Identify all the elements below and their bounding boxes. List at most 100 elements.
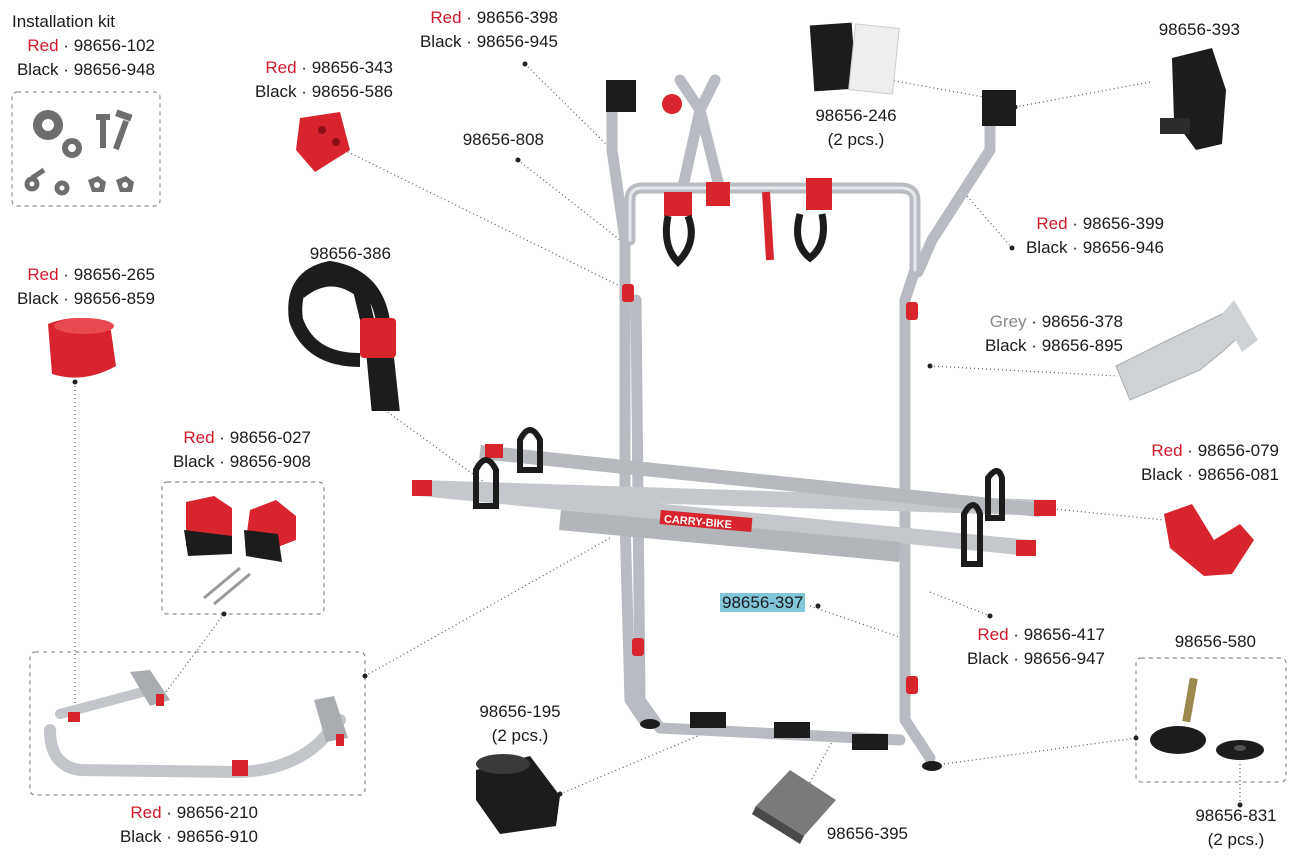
part-qty: (2 pcs.): [827, 130, 885, 149]
p246-label: 98656-246 (2 pcs.): [806, 104, 906, 152]
separator: ·: [466, 8, 472, 27]
part-265: [48, 318, 116, 378]
part-386: [288, 260, 400, 411]
chain-icon: [24, 167, 70, 196]
part-code: 98656-343: [311, 58, 393, 77]
p265-label: Red · 98656-265 Black · 98656-859: [17, 263, 155, 311]
part-code: 98656-947: [1023, 649, 1105, 668]
color-black: Black: [16, 60, 59, 79]
p395-label: 98656-395: [826, 824, 908, 843]
separator: ·: [1013, 649, 1019, 668]
screw-icon: [96, 109, 133, 151]
part-code: 98656-946: [1082, 238, 1164, 257]
part-code: 98656-378: [1041, 312, 1123, 331]
part-code: 98656-195: [479, 702, 561, 721]
part-code: 98656-399: [1082, 214, 1164, 233]
part-code: 98656-079: [1197, 441, 1279, 460]
separator: ·: [63, 289, 69, 308]
separator: ·: [166, 803, 172, 822]
part-code: 98656-265: [73, 265, 155, 284]
separator: ·: [63, 60, 69, 79]
part-code: 98656-895: [1041, 336, 1123, 355]
color-black: Black: [16, 289, 59, 308]
part-code: 98656-586: [311, 82, 393, 101]
separator: ·: [1031, 312, 1037, 331]
p210-box: [29, 651, 366, 796]
gear-icon: [33, 110, 82, 158]
part-code: 98656-081: [1197, 465, 1279, 484]
bike-rack-frame: CARRY-BIKE: [412, 74, 1056, 771]
separator: ·: [1031, 336, 1037, 355]
separator: ·: [1187, 441, 1193, 460]
part-code: 98656-910: [176, 827, 258, 846]
p343-label: Red · 98656-343 Black · 98656-586: [255, 56, 393, 104]
p027-box: [161, 481, 325, 615]
separator: ·: [301, 58, 307, 77]
p398-label: Red · 98656-398 Black · 98656-945: [420, 6, 558, 54]
separator: ·: [219, 452, 225, 471]
p580-box: [1135, 657, 1287, 783]
color-grey: Grey: [989, 312, 1027, 331]
part-343: [296, 112, 350, 172]
color-black: Black: [254, 82, 297, 101]
separator: ·: [466, 32, 472, 51]
part-code: 98656-102: [73, 36, 155, 55]
p397-label: 98656-397: [720, 591, 806, 615]
part-qty: (2 pcs.): [491, 726, 549, 745]
color-black: Black: [1140, 465, 1183, 484]
separator: ·: [1187, 465, 1193, 484]
part-code: 98656-417: [1023, 625, 1105, 644]
install-kit-title: Installation kit: [12, 12, 115, 31]
color-black: Black: [119, 827, 162, 846]
nut-icon: [88, 176, 134, 192]
part-qty: (2 pcs.): [1207, 830, 1265, 849]
p195-label: 98656-195 (2 pcs.): [465, 700, 575, 748]
p580-label: 98656-580: [1174, 632, 1256, 651]
part-code: 98656-398: [476, 8, 558, 27]
color-red: Red: [130, 803, 162, 822]
color-black: Black: [966, 649, 1009, 668]
separator: ·: [166, 827, 172, 846]
p831-label: 98656-831 (2 pcs.): [1186, 804, 1286, 852]
color-red: Red: [27, 265, 59, 284]
part-246: [809, 22, 900, 95]
part-code: 98656-908: [229, 452, 311, 471]
p386-label: 98656-386: [309, 244, 391, 263]
separator: ·: [1013, 625, 1019, 644]
color-black: Black: [1025, 238, 1068, 257]
color-red: Red: [27, 36, 59, 55]
p393-label: 98656-393: [1158, 20, 1240, 39]
color-red: Red: [430, 8, 462, 27]
p378-label: Grey · 98656-378 Black · 98656-895: [985, 310, 1123, 358]
color-red: Red: [265, 58, 297, 77]
part-378: [1115, 300, 1258, 401]
highlighted-part-code: 98656-397: [720, 593, 806, 612]
separator: ·: [1072, 214, 1078, 233]
p210-label: Red · 98656-210 Black · 98656-910: [120, 801, 258, 849]
color-black: Black: [984, 336, 1027, 355]
part-code: 98656-831: [1195, 806, 1277, 825]
color-black: Black: [172, 452, 215, 471]
color-black: Black: [419, 32, 462, 51]
color-red: Red: [183, 428, 215, 447]
part-code: 98656-945: [476, 32, 558, 51]
color-red: Red: [977, 625, 1009, 644]
part-395: [752, 770, 836, 844]
p399-label: Red · 98656-399 Black · 98656-946: [1026, 212, 1164, 260]
part-393: [1160, 48, 1226, 150]
part-079: [1164, 504, 1254, 576]
part-027: [184, 496, 296, 606]
separator: ·: [63, 36, 69, 55]
install-kit-label: Installation kit: [12, 10, 115, 34]
part-code: 98656-210: [176, 803, 258, 822]
rack-brand-text: CARRY-BIKE: [663, 513, 732, 531]
color-red: Red: [1151, 441, 1183, 460]
separator: ·: [301, 82, 307, 101]
install-kit-codes: Red · 98656-102 Black · 98656-948: [17, 34, 155, 82]
part-195: [476, 754, 560, 834]
color-red: Red: [1036, 214, 1068, 233]
separator: ·: [1072, 238, 1078, 257]
p079-label: Red · 98656-079 Black · 98656-081: [1141, 439, 1279, 487]
